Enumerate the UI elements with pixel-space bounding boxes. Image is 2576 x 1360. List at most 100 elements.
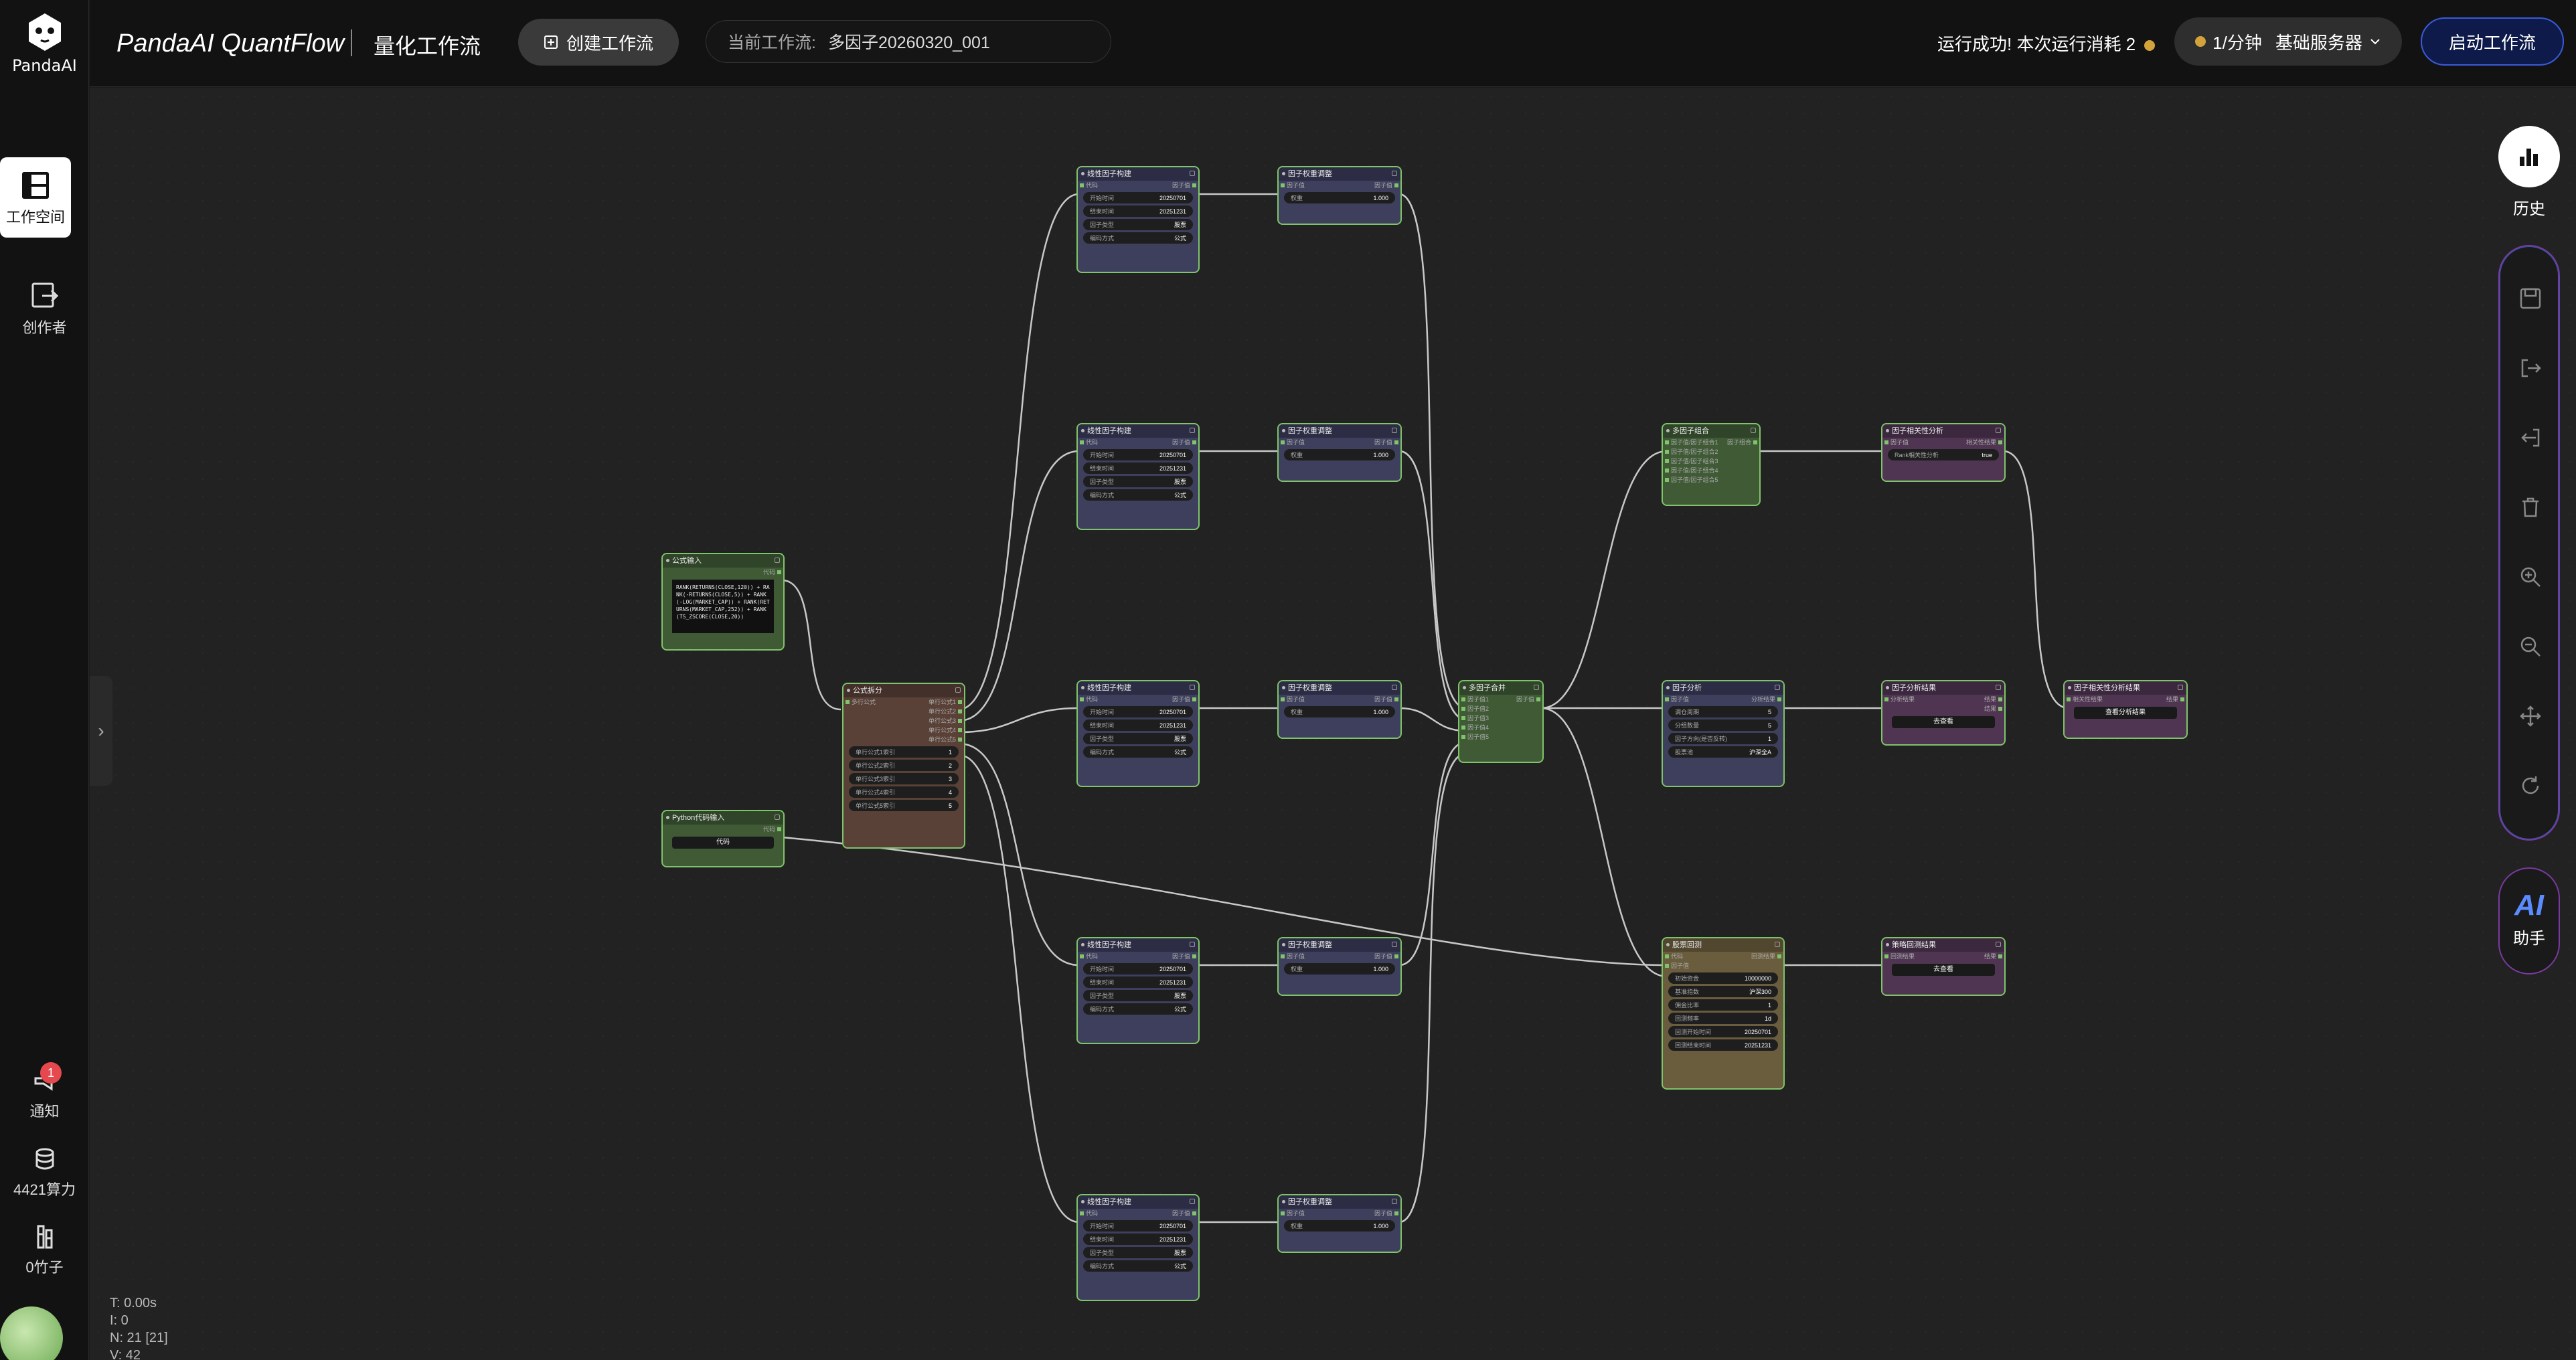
output-port[interactable]	[1394, 1211, 1398, 1215]
output-port[interactable]	[1536, 697, 1540, 701]
collapse-icon[interactable]	[1190, 428, 1195, 433]
collapse-icon[interactable]	[2178, 685, 2183, 690]
input-port[interactable]	[1080, 440, 1084, 444]
collapse-icon[interactable]	[1190, 1199, 1195, 1204]
input-port[interactable]	[1461, 735, 1465, 739]
factor-type-select[interactable]: 因子类型股票	[1083, 1247, 1193, 1258]
input-port[interactable]	[1884, 954, 1888, 958]
output-port[interactable]	[1192, 183, 1196, 187]
factor-type-select[interactable]: 因子类型股票	[1083, 219, 1193, 230]
save-button[interactable]	[2514, 282, 2547, 315]
formula-code-field[interactable]: RANK(RETURNS(CLOSE,120)) + RANK(-RETURNS…	[672, 580, 774, 633]
view-backtest-button[interactable]: 去查看	[1892, 964, 1995, 976]
output-port[interactable]	[958, 738, 962, 742]
start-workflow-button[interactable]: 启动工作流	[2421, 17, 2564, 66]
encoding-select[interactable]: 编码方式公式	[1083, 1003, 1193, 1015]
encoding-select[interactable]: 编码方式公式	[1083, 1260, 1193, 1272]
collapse-icon[interactable]	[955, 687, 961, 693]
output-port[interactable]	[2180, 697, 2184, 701]
collapse-icon[interactable]	[1190, 685, 1195, 690]
node-formula-split[interactable]: 公式拆分 多行公式单行公式1 单行公式2 单行公式3 单行公式4 单行公式5 单…	[842, 683, 965, 849]
input-port[interactable]	[1080, 697, 1084, 701]
input-port[interactable]	[1461, 697, 1465, 701]
input-port[interactable]	[2067, 697, 2071, 701]
collapse-icon[interactable]	[1534, 685, 1539, 690]
input-port[interactable]	[1281, 697, 1285, 701]
input-port[interactable]	[846, 700, 850, 704]
input-port[interactable]	[1281, 183, 1285, 187]
sidebar-item-bamboo[interactable]: 0竹子	[0, 1223, 89, 1277]
input-port[interactable]	[1665, 450, 1669, 454]
collapse-icon[interactable]	[1190, 942, 1195, 947]
benchmark-select[interactable]: 基准指数沪深300	[1668, 986, 1778, 997]
collapse-icon[interactable]	[1190, 171, 1195, 176]
input-port[interactable]	[1281, 954, 1285, 958]
collapse-icon[interactable]	[775, 558, 780, 563]
zoom-out-button[interactable]	[2514, 630, 2547, 663]
sidebar-item-workspace[interactable]: 工作空间	[0, 157, 71, 238]
input-port[interactable]	[1281, 440, 1285, 444]
input-port[interactable]	[1884, 440, 1888, 444]
expand-panel-button[interactable]: ›	[90, 676, 112, 786]
node-formula-input[interactable]: 公式输入 代码 RANK(RETURNS(CLOSE,120)) + RANK(…	[661, 553, 785, 651]
encoding-select[interactable]: 编码方式公式	[1083, 489, 1193, 501]
collapse-icon[interactable]	[1996, 428, 2001, 433]
collapse-icon[interactable]	[1751, 428, 1756, 433]
output-port[interactable]	[777, 570, 781, 574]
output-port[interactable]	[1192, 954, 1196, 958]
input-port[interactable]	[1461, 726, 1465, 730]
encoding-select[interactable]: 编码方式公式	[1083, 746, 1193, 758]
output-port[interactable]	[1777, 697, 1781, 701]
refresh-button[interactable]	[2514, 770, 2547, 802]
output-port[interactable]	[958, 700, 962, 704]
output-port[interactable]	[1998, 954, 2002, 958]
collapse-icon[interactable]	[1392, 1199, 1397, 1204]
input-port[interactable]	[1665, 478, 1669, 482]
factor-type-select[interactable]: 因子类型股票	[1083, 476, 1193, 487]
input-port[interactable]	[1665, 964, 1669, 968]
output-port[interactable]	[1777, 954, 1781, 958]
output-port[interactable]	[1394, 954, 1398, 958]
input-port[interactable]	[1461, 707, 1465, 711]
output-port[interactable]	[1998, 440, 2002, 444]
input-port[interactable]	[1665, 697, 1669, 701]
output-port[interactable]	[1394, 440, 1398, 444]
encoding-select[interactable]: 编码方式公式	[1083, 232, 1193, 244]
fit-view-button[interactable]	[2514, 700, 2547, 732]
input-port[interactable]	[1080, 1211, 1084, 1215]
node-backtest-result[interactable]: 策略回测结果 回测结果结果 去查看	[1881, 937, 2006, 996]
collapse-icon[interactable]	[1996, 685, 2001, 690]
output-port[interactable]	[1998, 697, 2002, 701]
output-port[interactable]	[958, 728, 962, 732]
input-port[interactable]	[1080, 954, 1084, 958]
factor-type-select[interactable]: 因子类型股票	[1083, 733, 1193, 744]
stock-pool-select[interactable]: 股票池沪深全A	[1668, 746, 1778, 758]
output-port[interactable]	[958, 719, 962, 723]
export-button[interactable]	[2514, 352, 2547, 384]
